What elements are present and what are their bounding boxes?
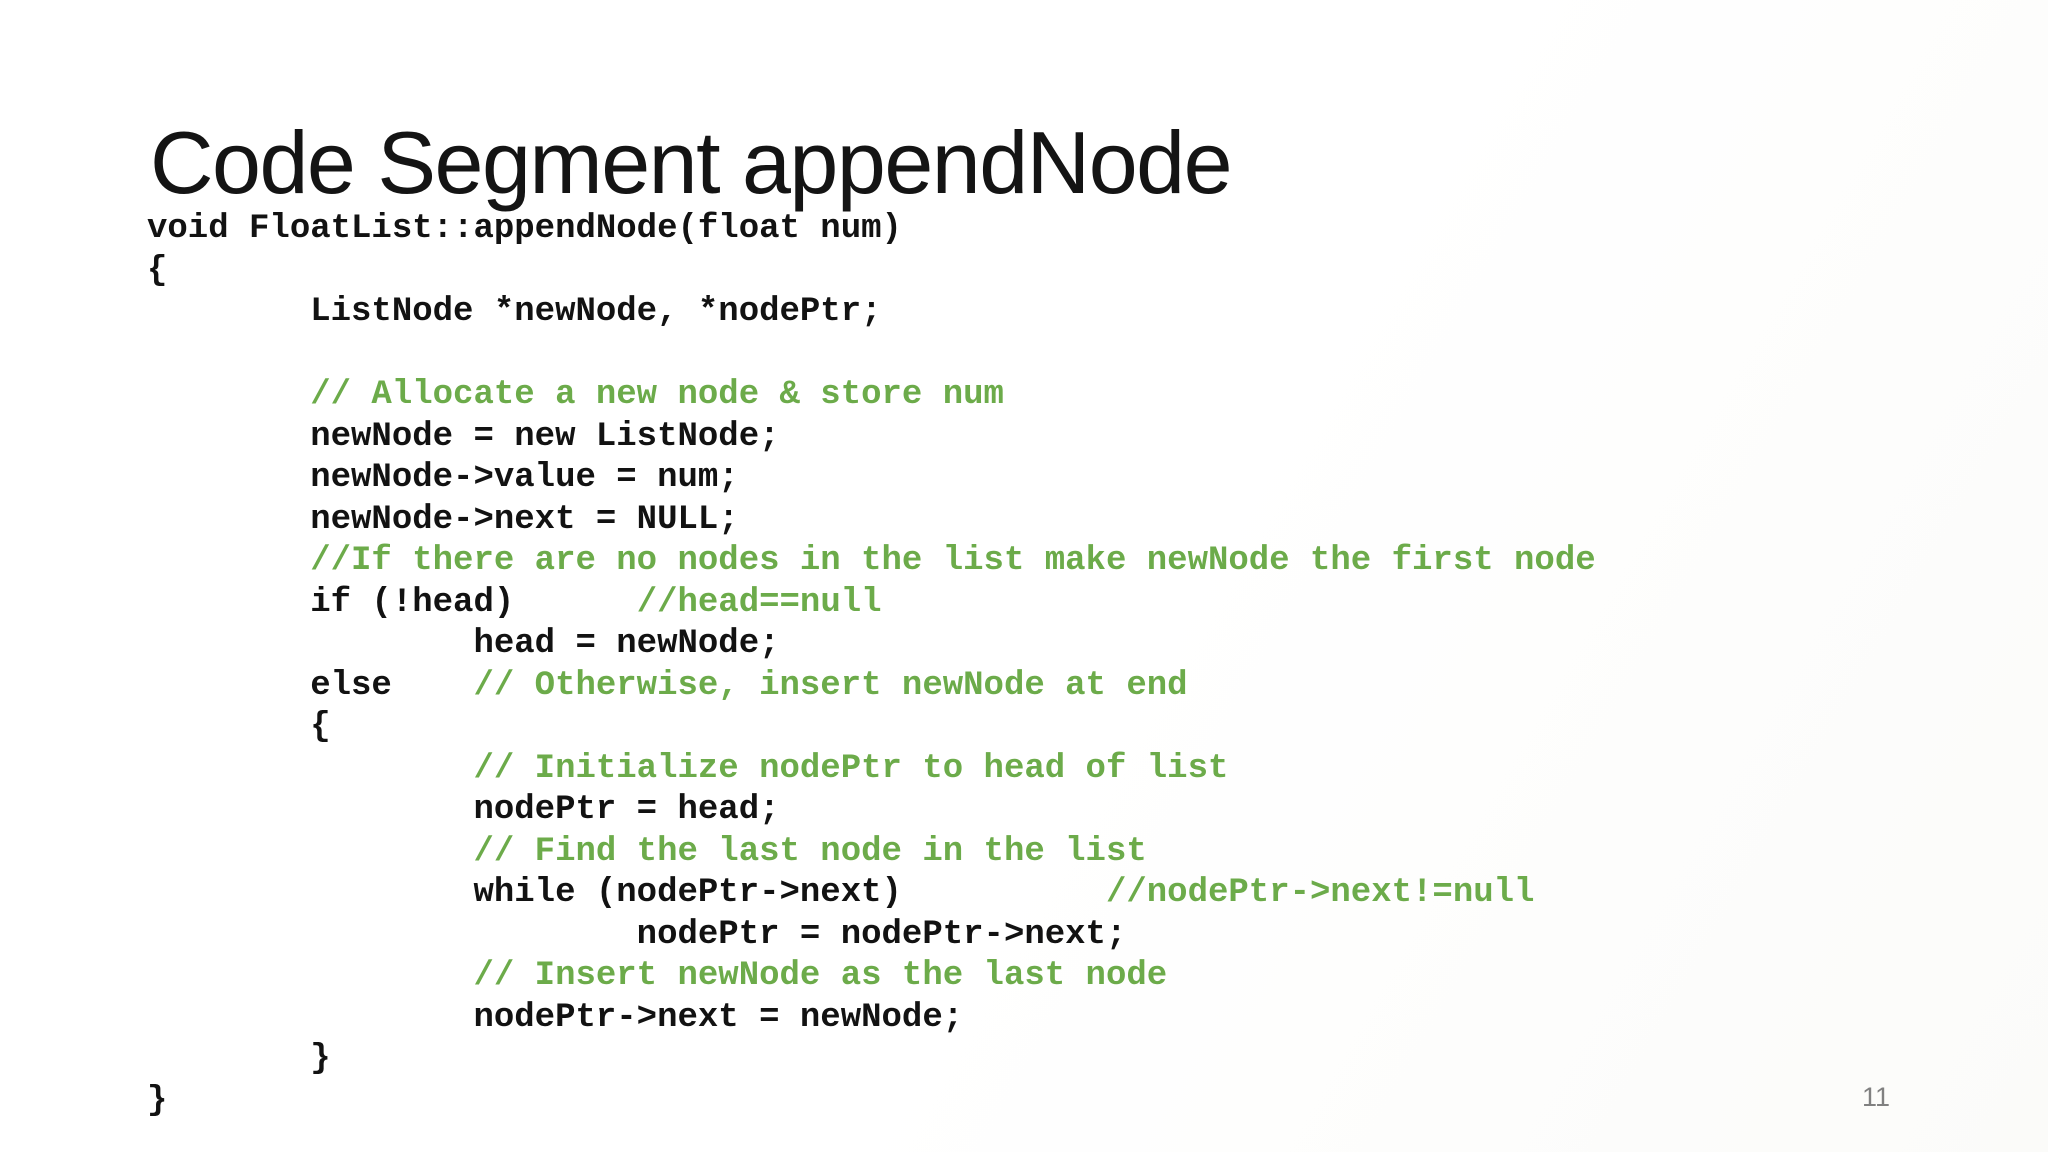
- code-line: nodePtr = head;: [147, 790, 1596, 832]
- code-text: if (!head): [147, 583, 637, 622]
- page-number: 11: [1862, 1082, 1891, 1112]
- code-line: //If there are no nodes in the list make…: [147, 541, 1596, 583]
- code-line: }: [147, 1081, 1596, 1123]
- code-text: else: [147, 666, 474, 705]
- code-text: while (nodePtr->next): [147, 874, 1106, 912]
- code-comment: // Find the last node in the list: [147, 832, 1147, 871]
- code-text: {: [147, 708, 331, 746]
- code-text: nodePtr = head;: [147, 791, 780, 829]
- code-line: while (nodePtr->next) //nodePtr->next!=n…: [147, 873, 1596, 915]
- code-text: nodePtr->next = newNode;: [147, 998, 964, 1037]
- code-line: }: [147, 1039, 1596, 1081]
- code-text: newNode = new ListNode;: [147, 417, 780, 456]
- code-comment: //If there are no nodes in the list make…: [147, 542, 1596, 580]
- code-comment: //nodePtr->next!=null: [1105, 874, 1535, 912]
- code-line: [147, 334, 1596, 376]
- code-text: }: [147, 1040, 331, 1078]
- code-line: void FloatList::appendNode(float num): [147, 209, 1596, 251]
- code-text: void FloatList::appendNode(float num): [147, 210, 902, 248]
- slide-title: Code Segment appendNode: [150, 112, 1233, 212]
- code-text: head = newNode;: [147, 625, 780, 663]
- code-line: newNode->next = NULL;: [147, 500, 1596, 542]
- code-line: // Insert newNode as the last node: [147, 956, 1596, 998]
- code-line: nodePtr = nodePtr->next;: [147, 915, 1596, 957]
- code-line: else // Otherwise, insert newNode at end: [147, 666, 1596, 708]
- code-comment: // Allocate a new node & store num: [147, 376, 1004, 414]
- code-text: nodePtr = nodePtr->next;: [147, 915, 1127, 954]
- code-line: // Allocate a new node & store num: [147, 375, 1596, 417]
- code-text: ListNode *newNode, *nodePtr;: [147, 293, 882, 331]
- code-line: {: [147, 707, 1596, 749]
- code-line: // Initialize nodePtr to head of list: [147, 749, 1596, 791]
- code-line: newNode->value = num;: [147, 458, 1596, 500]
- code-line: nodePtr->next = newNode;: [147, 998, 1596, 1040]
- code-text: {: [147, 251, 168, 290]
- code-line: // Find the last node in the list: [147, 832, 1596, 874]
- code-line: {: [147, 251, 1596, 293]
- code-line: head = newNode;: [147, 624, 1596, 666]
- code-line: if (!head) //head==null: [147, 583, 1596, 625]
- code-comment: // Insert newNode as the last node: [147, 957, 1168, 995]
- code-block: void FloatList::appendNode(float num){ L…: [147, 209, 1596, 1122]
- code-comment: //head==null: [636, 583, 882, 622]
- code-line: newNode = new ListNode;: [147, 417, 1596, 459]
- code-text: }: [147, 1081, 168, 1120]
- code-comment: // Otherwise, insert newNode at end: [473, 666, 1188, 705]
- code-comment: // Initialize nodePtr to head of list: [147, 749, 1229, 788]
- code-text: newNode->next = NULL;: [147, 500, 739, 539]
- code-line: ListNode *newNode, *nodePtr;: [147, 292, 1596, 334]
- code-text: newNode->value = num;: [147, 459, 739, 497]
